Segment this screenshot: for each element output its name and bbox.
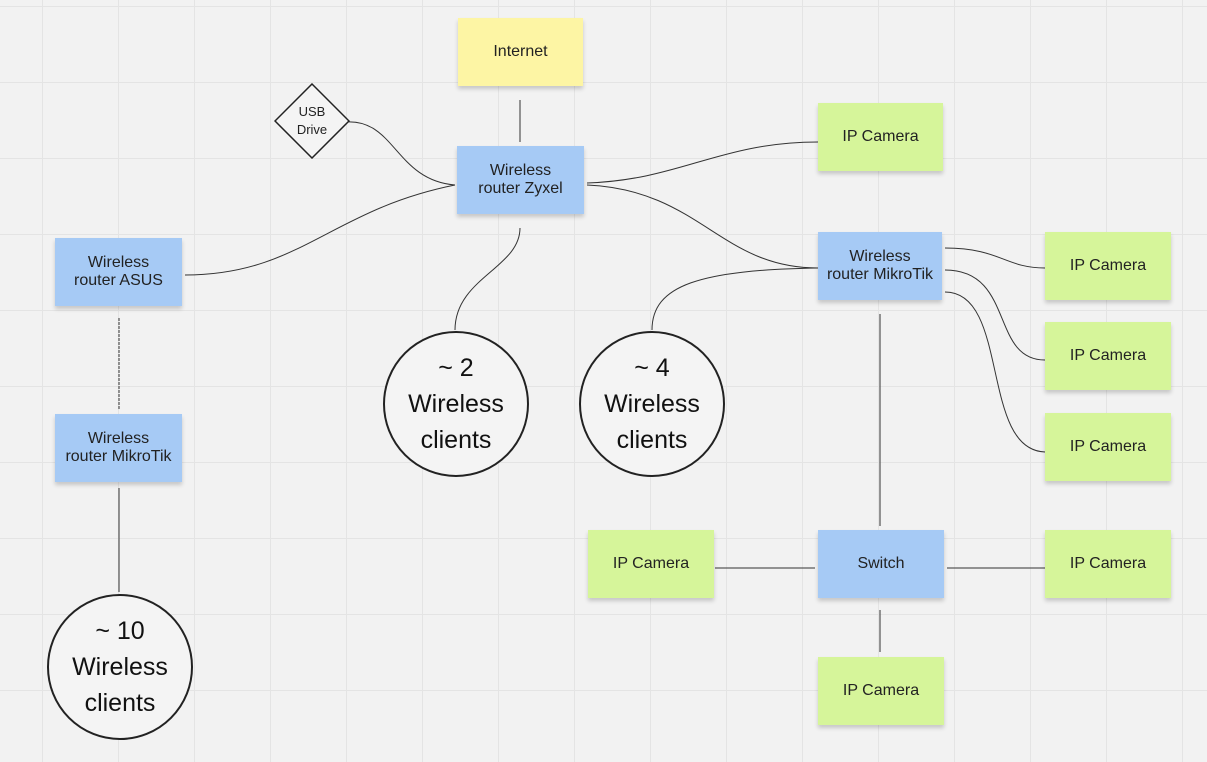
link-usb-zyxel (344, 121, 456, 186)
router-zyxel-label: Wireless router Zyxel (478, 162, 563, 197)
link-zyxel-camera-top (586, 141, 819, 184)
camera-right-2-label: IP Camera (1069, 347, 1147, 364)
router-asus-label: Wireless router ASUS (74, 254, 163, 289)
camera-right-1-label: IP Camera (1069, 257, 1147, 274)
camera-top-node[interactable]: IP Camera (818, 103, 943, 171)
link-mikrotik-camera-1 (944, 247, 1046, 269)
switch-node[interactable]: Switch (818, 530, 944, 598)
router-mikrotik-left-node[interactable]: Wireless router MikroTik (55, 414, 182, 482)
router-mikrotik-right-label: Wireless router MikroTik (826, 248, 934, 283)
camera-switch-right-label: IP Camera (1069, 555, 1147, 572)
usb-drive-label: USB Drive (296, 104, 328, 137)
diamond-shape (273, 82, 351, 160)
link-zyxel-asus (184, 184, 456, 276)
clients-mikrotik-circle[interactable]: ~ 4 Wireless clients (579, 331, 725, 477)
clients-left-label: ~ 10 Wireless clients (72, 617, 168, 717)
clients-zyxel-label: ~ 2 Wireless clients (408, 354, 504, 454)
router-mikrotik-left-label: Wireless router MikroTik (65, 430, 172, 465)
camera-right-3-label: IP Camera (1069, 438, 1147, 455)
clients-zyxel-circle[interactable]: ~ 2 Wireless clients (383, 331, 529, 477)
camera-right-2-node[interactable]: IP Camera (1045, 322, 1171, 390)
internet-node[interactable]: Internet (458, 18, 583, 86)
camera-switch-left-node[interactable]: IP Camera (588, 530, 714, 598)
camera-switch-right-node[interactable]: IP Camera (1045, 530, 1171, 598)
camera-right-1-node[interactable]: IP Camera (1045, 232, 1171, 300)
camera-top-label: IP Camera (842, 128, 919, 145)
camera-switch-bottom-node[interactable]: IP Camera (818, 657, 944, 725)
link-mikrotik-camera-2 (944, 269, 1046, 361)
usb-drive-node[interactable]: USB Drive (273, 82, 351, 160)
router-zyxel-node[interactable]: Wireless router Zyxel (457, 146, 584, 214)
internet-label: Internet (493, 43, 548, 60)
router-mikrotik-right-node[interactable]: Wireless router MikroTik (818, 232, 942, 300)
camera-switch-bottom-label: IP Camera (842, 682, 920, 699)
link-zyxel-clients (454, 227, 521, 331)
camera-switch-left-label: IP Camera (612, 555, 690, 572)
camera-right-3-node[interactable]: IP Camera (1045, 413, 1171, 481)
link-mikrotik-camera-3 (944, 291, 1046, 453)
switch-label: Switch (857, 555, 905, 572)
clients-left-circle[interactable]: ~ 10 Wireless clients (47, 594, 193, 740)
link-zyxel-mikrotik (586, 184, 819, 269)
link-mikrotik-clients (651, 267, 819, 331)
clients-mikrotik-label: ~ 4 Wireless clients (604, 354, 700, 454)
router-asus-node[interactable]: Wireless router ASUS (55, 238, 182, 306)
